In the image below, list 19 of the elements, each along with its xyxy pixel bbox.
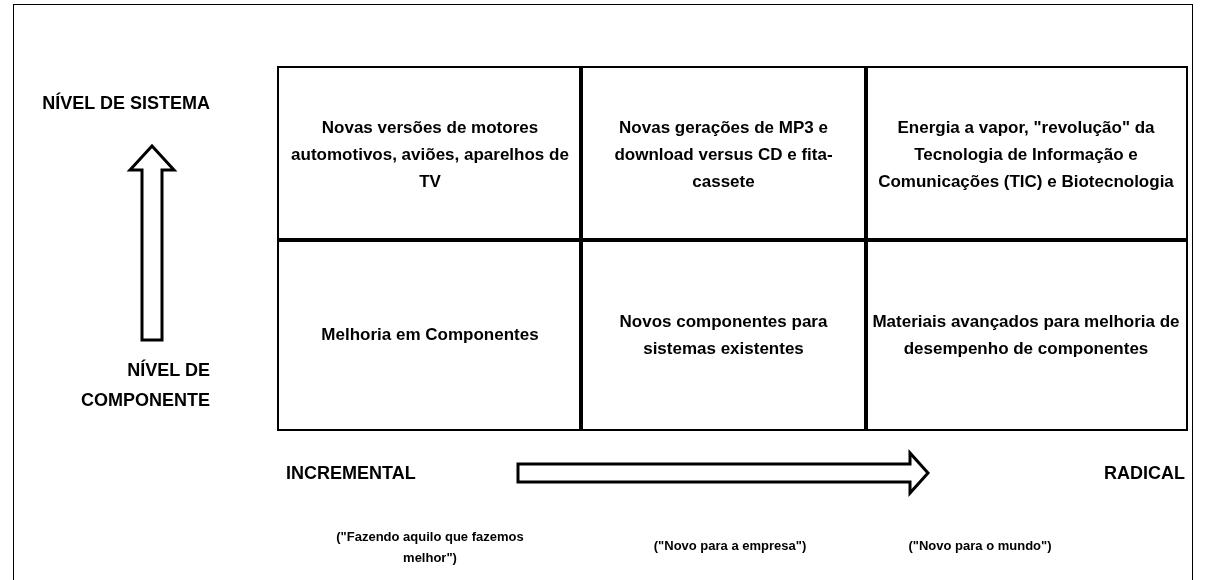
axis-note: ("Novo para o mundo") [907,537,1053,555]
table-cell [864,238,1188,431]
cell-text: Novos componentes para sistemas existentes [618,310,829,360]
table-cell [579,66,868,242]
cell-text: Melhoria em Componentes [320,324,540,346]
table-cell [277,238,583,431]
axis-note: ("Fazendo aquilo que fazemos melhor") [335,528,525,567]
cell-text: Energia a vapor, "revolução" da Tecnologia de Informação e Comunicações (TIC) e Biotecnologia [877,116,1175,193]
cell-text: Materiais avançados para melhoria de desempenho de componentes [871,310,1181,360]
axis-label: INCREMENTAL [286,462,417,485]
cell-text: Novas versões de motores automotivos, aviões, aparelhos de TV [290,116,570,193]
cell-text: Novas gerações de MP3 e download versus CD e fita-cassete [613,116,834,193]
table-cell [579,238,868,431]
table-cell [277,66,583,242]
table-cell [864,66,1188,242]
axis-note: ("Novo para a empresa") [652,537,808,555]
axis-label: NÍVEL DE SISTEMA [41,91,210,115]
axis-label: NÍVEL DE COMPONENTE [80,358,210,412]
axis-label: RADICAL [1103,462,1185,485]
